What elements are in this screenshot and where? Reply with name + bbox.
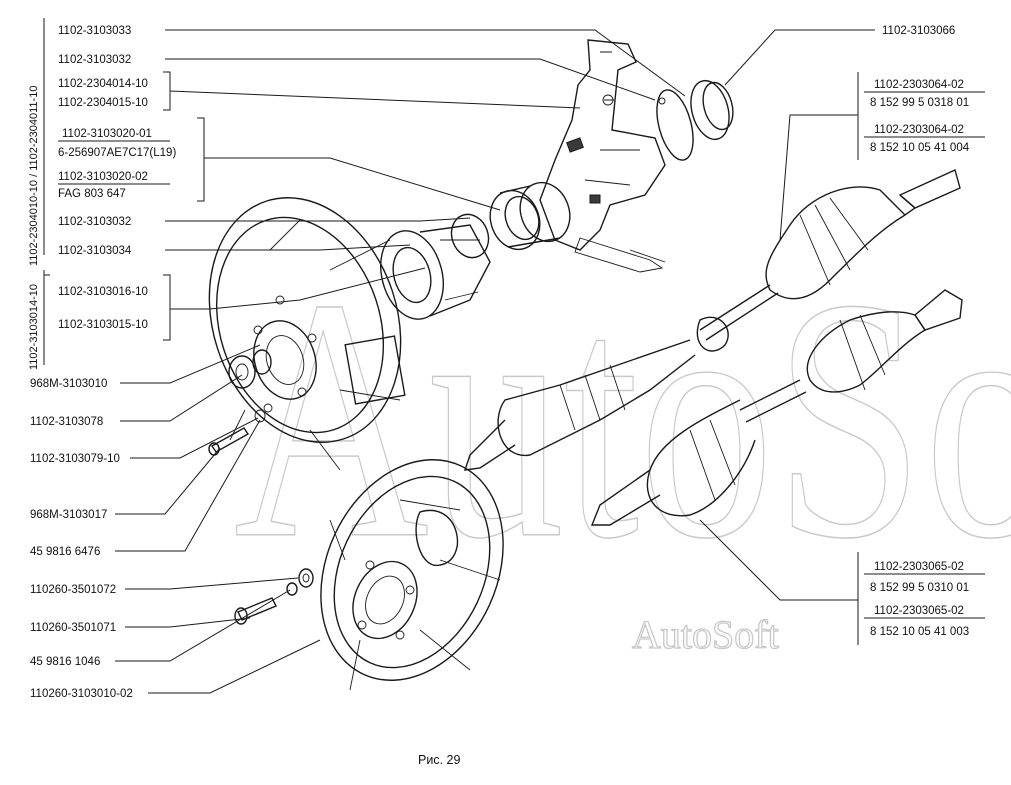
label-fag-803-647: FAG 803 647 [58, 188, 126, 200]
label-1102-3103020-01: 1102-3103020-01 [62, 128, 152, 140]
snap-ring-and-seal [656, 79, 734, 161]
label-1102-2303065-02-b: 1102-2303065-02 [874, 605, 964, 617]
wheel-bearing [450, 181, 571, 259]
left-labels: 1102-3103033 1102-3103032 1102-2304014-1… [28, 18, 210, 700]
label-8-152-10-05-41-004: 8 152 10 05 41 004 [870, 142, 970, 154]
right-labels: 1102-3103066 1102-2303064-02 8 152 99 5 … [699, 25, 985, 645]
brake-rotor-cover [320, 459, 504, 691]
label-8-152-99-5-0310-01: 8 152 99 5 0310 01 [870, 582, 969, 594]
label-45-9816-6476: 45 9816 6476 [30, 546, 100, 558]
label-1102-2303064-02-b: 1102-2303064-02 [874, 124, 964, 136]
label-1102-3103016-10: 1102-3103016-10 [58, 286, 148, 298]
label-6-256907AE7C17: 6-256907AE7C17(L19) [58, 147, 176, 159]
label-1102-2303065-02-a: 1102-2303065-02 [874, 561, 964, 573]
drive-shaft-upper [463, 169, 961, 471]
label-1102-3103034: 1102-3103034 [58, 245, 132, 257]
label-1102-3103032-top: 1102-3103032 [58, 54, 131, 66]
label-968M-3103010: 968M-3103010 [30, 378, 107, 390]
label-110260-3501071: 110260-3501071 [30, 622, 116, 634]
label-1102-3103032-mid: 1102-3103032 [58, 216, 131, 228]
label-1102-3103033: 1102-3103033 [58, 25, 131, 37]
rotor-bolts-and-washers [234, 568, 314, 625]
label-vertical-1102-2304010-10: 1102-2304010-10 / 1102-2304011-10 [28, 86, 40, 266]
label-1102-3103015-10: 1102-3103015-10 [58, 319, 148, 331]
label-8-152-10-05-41-003: 8 152 10 05 41 003 [870, 626, 969, 638]
label-1102-2304015-10: 1102-2304015-10 [58, 97, 148, 109]
label-1102-2304014-10: 1102-2304014-10 [58, 78, 148, 90]
label-vertical-1102-3103014-10: 1102-3103014-10 [28, 284, 40, 370]
label-110260-3103010-02: 110260-3103010-02 [30, 688, 133, 700]
label-8-152-99-5-0318-01: 8 152 99 5 0318 01 [870, 97, 969, 109]
label-968M-3103017: 968M-3103017 [30, 509, 107, 521]
label-1102-3103066: 1102-3103066 [882, 25, 955, 37]
label-1102-2303064-02-a: 1102-2303064-02 [874, 79, 964, 91]
hub-bearing-housing [539, 39, 666, 273]
figure-caption: Рис. 29 [418, 753, 460, 767]
drive-shaft-lower [590, 289, 963, 526]
label-1102-3103079-10: 1102-3103079-10 [30, 453, 120, 465]
watermark-small: AutoSoft [632, 612, 779, 657]
label-45-9816-1046: 45 9816 1046 [30, 656, 100, 668]
label-1102-3103078: 1102-3103078 [30, 416, 103, 428]
label-110260-3501072: 110260-3501072 [30, 584, 116, 596]
watermark-large: AutoSoft [234, 228, 1011, 610]
hub-nut-and-bolts [208, 349, 272, 456]
brake-disc-shield [208, 197, 406, 471]
label-1102-3103020-02: 1102-3103020-02 [58, 171, 148, 183]
left-leaders [115, 29, 686, 694]
hub [380, 224, 491, 320]
